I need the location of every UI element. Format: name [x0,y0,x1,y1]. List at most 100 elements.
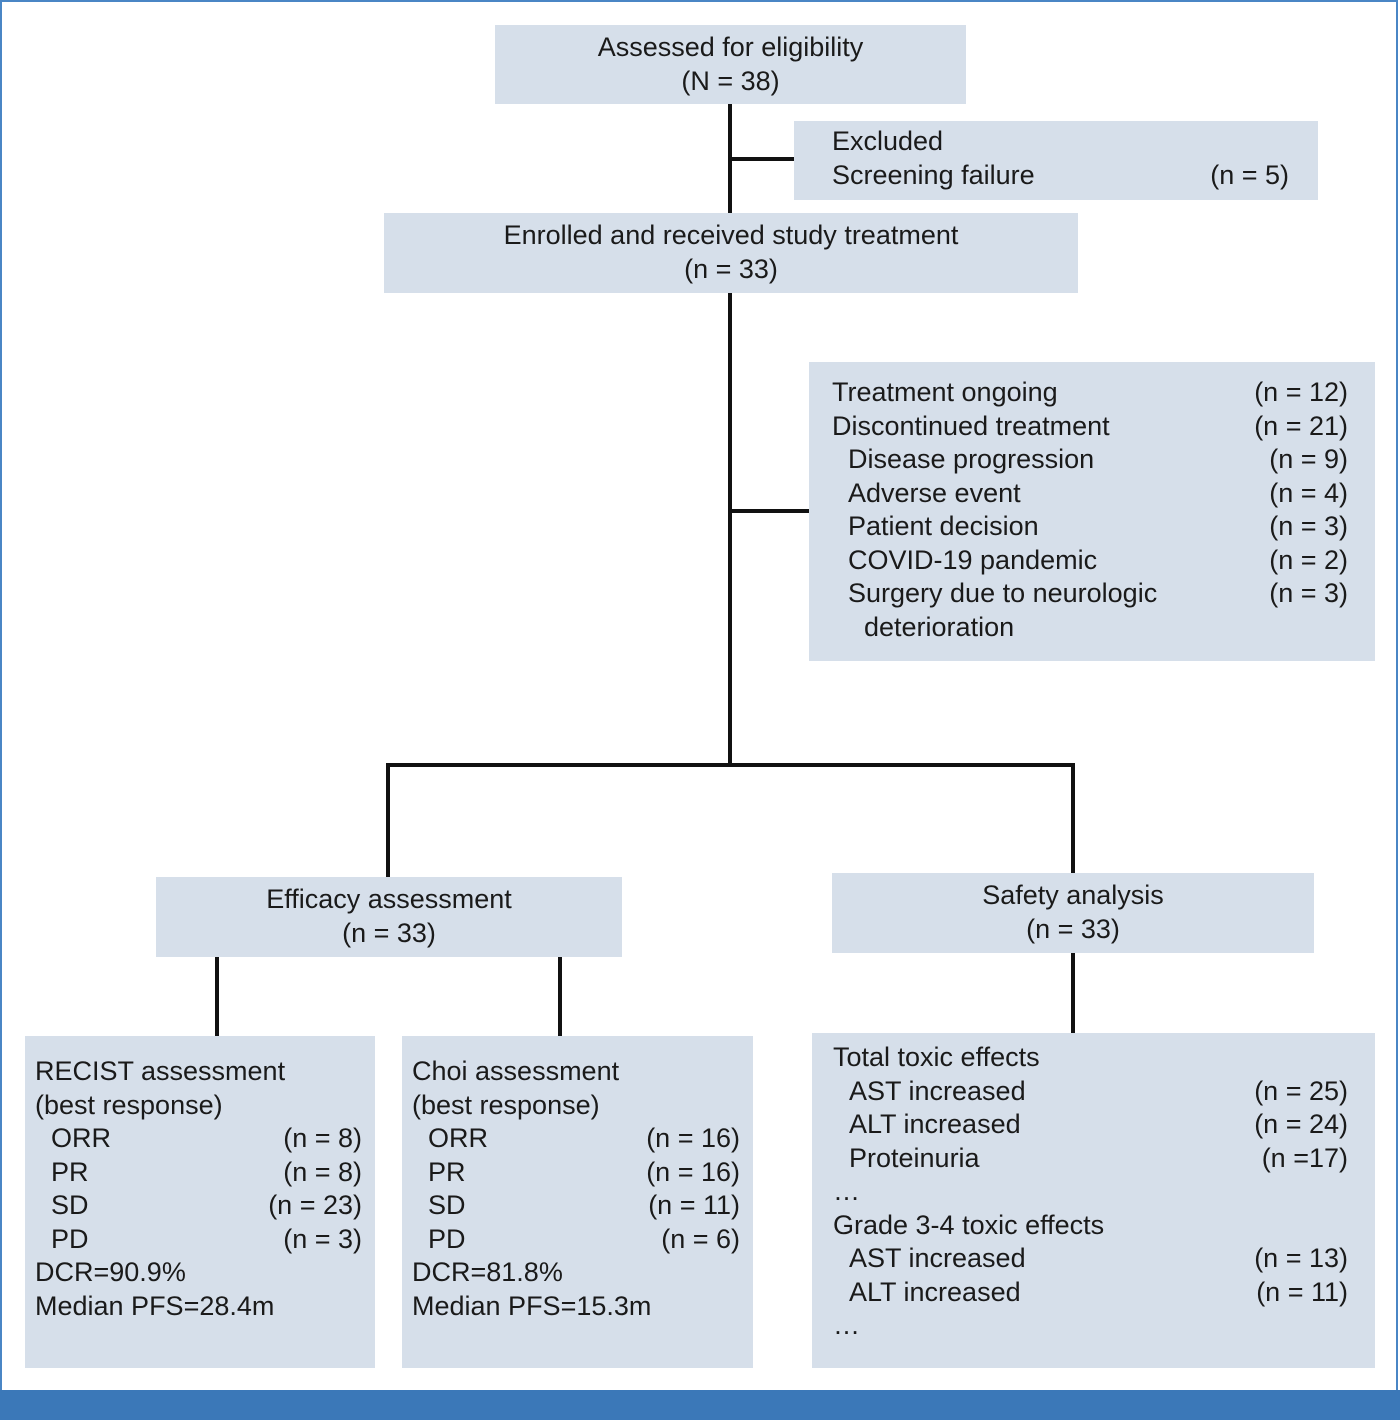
recist-label: PR [51,1156,89,1187]
connector-excluded-branch [728,157,794,161]
recist-label: PD [51,1223,89,1254]
choi-subtitle: (best response) [412,1089,600,1120]
toxicity-total-title: Total toxic effects [833,1042,1040,1072]
choi-dcr: DCR=81.8% [412,1257,563,1287]
treatment-row: Adverse event (n = 4) [832,477,1348,511]
toxicity-label: ALT increased [849,1109,1021,1139]
recist-row: ORR (n = 8) [35,1122,362,1156]
toxicity-label: AST increased [849,1075,1026,1106]
treatment-row: Discontinued treatment (n = 21) [832,410,1348,444]
choi-label: SD [428,1190,466,1220]
treatment-label: Treatment ongoing [832,377,1058,407]
excluded-label: Screening failure [832,159,1035,190]
choi-title: Choi assessment [412,1056,620,1086]
efficacy-count: (n = 33) [342,917,436,948]
toxicity-value: (n = 13) [1254,1243,1348,1273]
eligibility-count: (N = 38) [681,65,780,96]
eligibility-box: Assessed for eligibility (N = 38) [495,25,966,104]
safety-box: Safety analysis (n = 33) [832,873,1314,953]
toxicity-label: AST increased [849,1243,1026,1273]
toxicity-value: (n = 25) [1254,1075,1348,1106]
recist-pfs: Median PFS=28.4m [35,1290,275,1321]
connector-to-efficacy [386,763,390,877]
toxicity-row: ALT increased (n = 24) [833,1108,1348,1142]
choi-dcr-row: DCR=81.8% [412,1256,740,1290]
treatment-label: Disease progression [848,444,1095,474]
recist-value: (n = 8) [283,1123,362,1153]
treatment-row: Patient decision (n = 3) [832,510,1348,544]
excluded-title-row: Excluded [832,125,1289,159]
choi-subtitle-row: (best response) [412,1089,740,1123]
treatment-value: (n = 12) [1254,377,1348,407]
recist-row: PR (n = 8) [35,1156,362,1190]
recist-box: RECIST assessment (best response) ORR (n… [25,1036,375,1368]
eligibility-title: Assessed for eligibility [597,32,864,62]
toxicity-ellipsis-row: … [833,1309,1348,1343]
recist-pfs-row: Median PFS=28.4m [35,1290,362,1324]
excluded-box: Excluded Screening failure (n = 5) [794,121,1318,200]
treatment-value: (n = 21) [1254,410,1348,441]
choi-title-row: Choi assessment [412,1055,740,1089]
recist-row: PD (n = 3) [35,1223,362,1257]
treatment-value: (n = 4) [1269,477,1348,508]
toxicity-row: AST increased (n = 25) [833,1075,1348,1109]
treatment-label: COVID-19 pandemic [848,544,1098,575]
toxicity-value: (n =17) [1261,1142,1348,1173]
treatment-status-box: Treatment ongoing (n = 12) Discontinued … [809,362,1375,661]
treatment-row: COVID-19 pandemic (n = 2) [832,544,1348,578]
treatment-row: Treatment ongoing (n = 12) [832,376,1348,410]
efficacy-box: Efficacy assessment (n = 33) [156,877,622,957]
choi-row: PD (n = 6) [412,1223,740,1257]
recist-subtitle: (best response) [35,1089,223,1120]
recist-subtitle-row: (best response) [35,1089,362,1123]
toxicity-grade-title: Grade 3-4 toxic effects [833,1209,1105,1240]
choi-row: SD (n = 11) [412,1189,740,1223]
toxicity-label: ALT increased [849,1276,1021,1307]
treatment-value: (n = 3) [1269,511,1348,541]
recist-title: RECIST assessment [35,1056,286,1086]
connector-enrolled-split [728,293,732,767]
enrolled-box: Enrolled and received study treatment (n… [384,213,1078,293]
choi-value: (n = 6) [661,1223,740,1254]
treatment-label: Adverse event [848,477,1021,508]
figure-frame [0,0,1398,1390]
choi-pfs: Median PFS=15.3m [412,1290,652,1321]
choi-value: (n = 11) [648,1190,740,1220]
choi-row: PR (n = 16) [412,1156,740,1190]
recist-label: ORR [51,1123,111,1153]
recist-value: (n = 3) [283,1223,362,1254]
safety-title: Safety analysis [982,880,1164,910]
excluded-row: Screening failure (n = 5) [832,159,1289,193]
connector-efficacy-choi [558,956,562,1036]
connector-split-horizontal [386,763,1075,767]
recist-label: SD [51,1190,89,1220]
toxicity-total-title-row: Total toxic effects [833,1041,1348,1075]
recist-value: (n = 23) [268,1190,362,1220]
connector-safety-toxicity [1071,953,1075,1033]
efficacy-title: Efficacy assessment [266,884,512,914]
connector-to-safety [1071,763,1075,873]
choi-label: PR [428,1156,466,1187]
toxicity-grade-title-row: Grade 3-4 toxic effects [833,1209,1348,1243]
toxicity-box: Total toxic effects AST increased (n = 2… [812,1033,1375,1368]
choi-label: ORR [428,1123,488,1153]
choi-value: (n = 16) [646,1156,740,1187]
toxicity-value: (n = 24) [1254,1109,1348,1139]
treatment-row: Surgery due to neurologic (n = 3) [832,577,1348,611]
treatment-row: Disease progression (n = 9) [832,443,1348,477]
treatment-value: (n = 2) [1269,544,1348,575]
enrolled-count: (n = 33) [684,253,778,284]
choi-label: PD [428,1223,466,1254]
enrolled-title: Enrolled and received study treatment [503,220,959,250]
connector-efficacy-recist [215,956,219,1036]
toxicity-ellipsis: … [833,1310,860,1340]
recist-row: SD (n = 23) [35,1189,362,1223]
recist-dcr: DCR=90.9% [35,1257,186,1287]
safety-count: (n = 33) [1026,913,1120,944]
treatment-row: deterioration [832,611,1348,645]
recist-title-row: RECIST assessment [35,1055,362,1089]
choi-value: (n = 16) [646,1123,740,1153]
choi-box: Choi assessment (best response) ORR (n =… [402,1036,753,1368]
treatment-label: Patient decision [848,511,1039,541]
treatment-value: (n = 9) [1269,444,1348,474]
